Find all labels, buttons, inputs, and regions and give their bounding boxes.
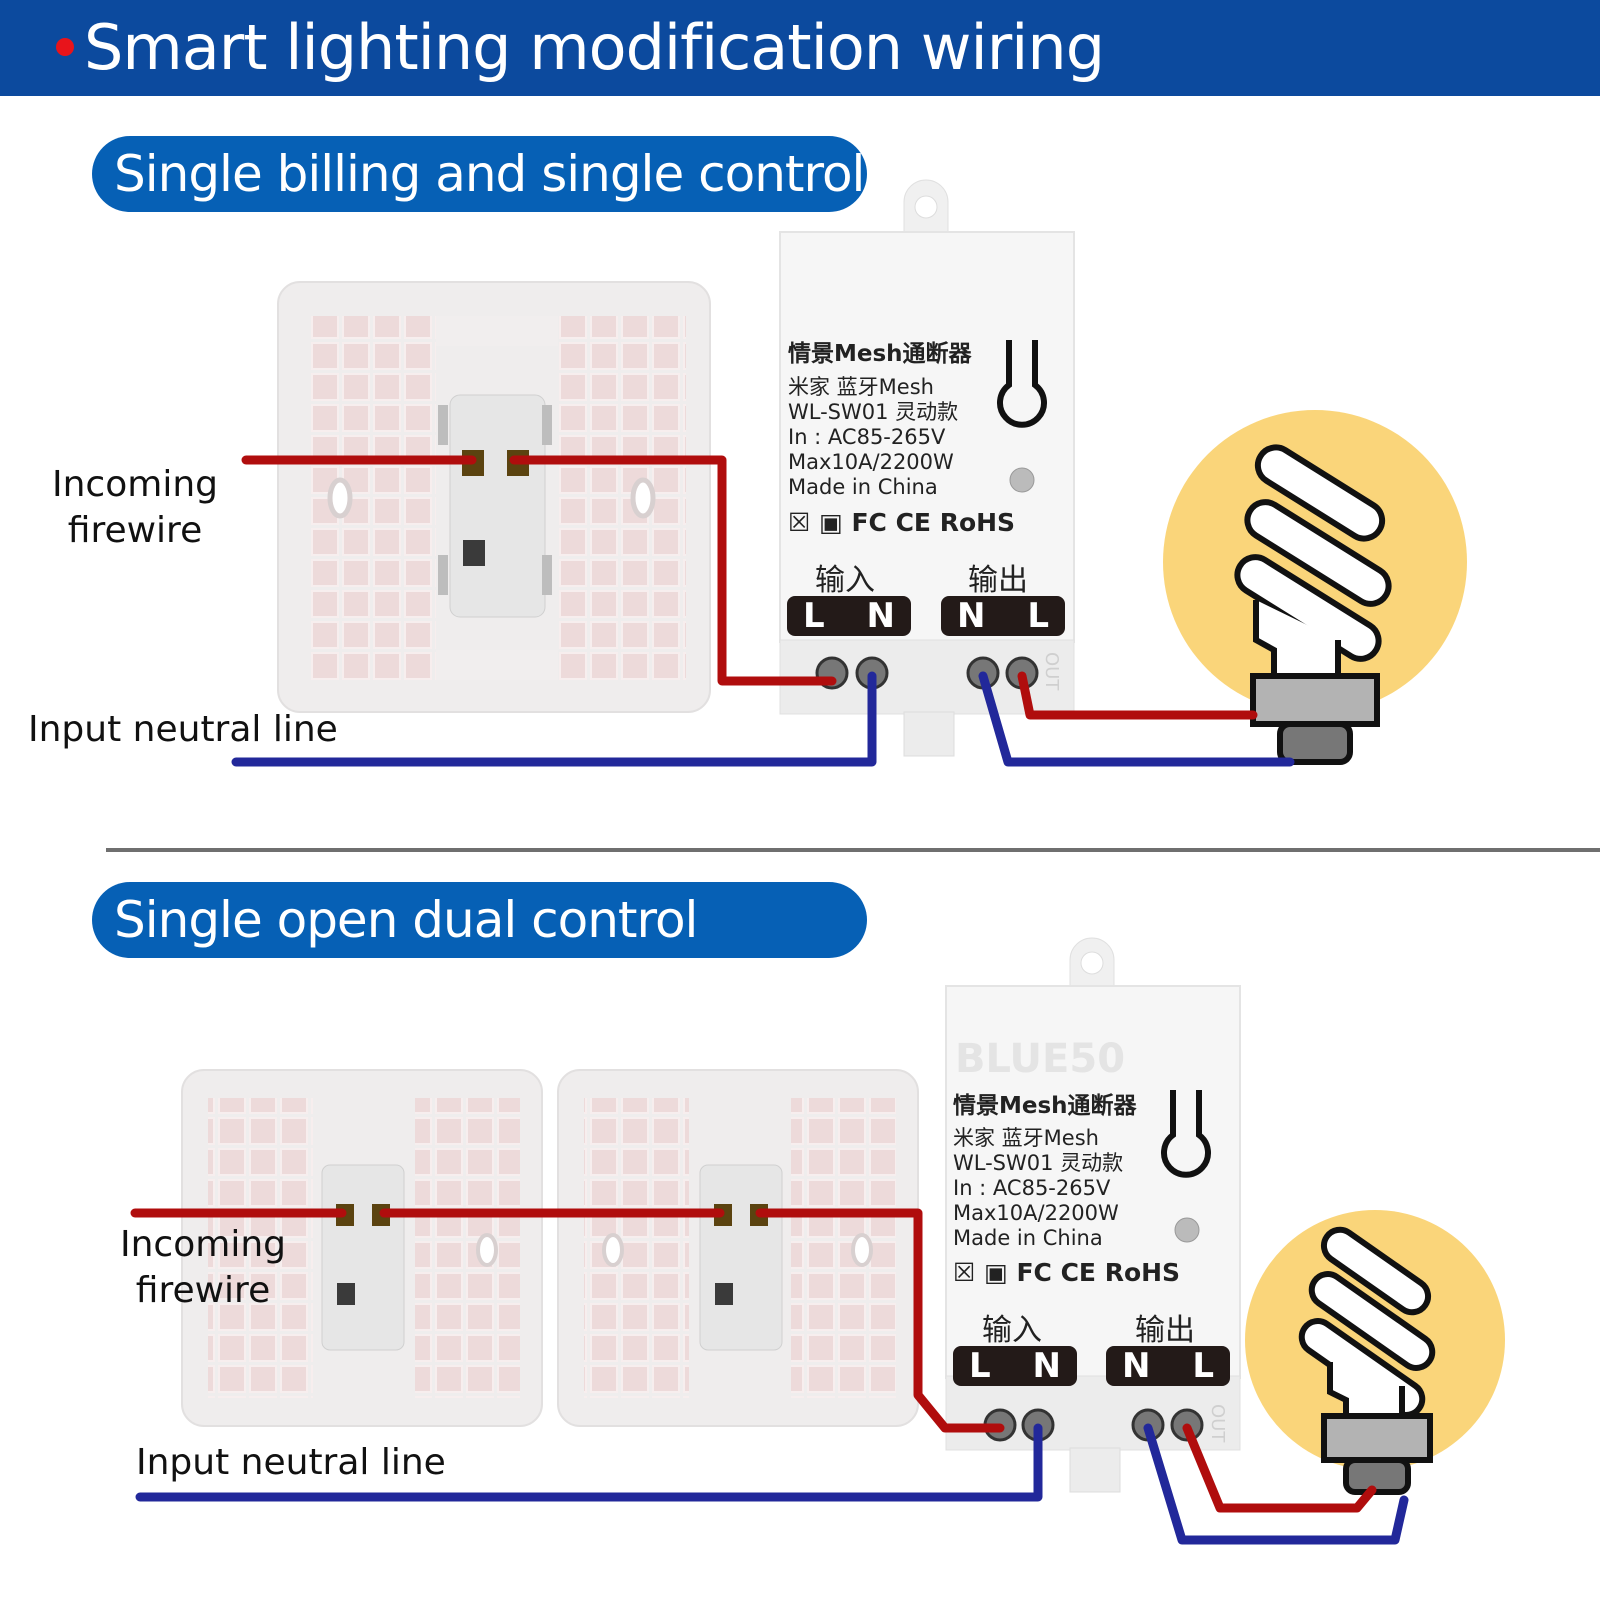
terminal-n: N xyxy=(866,596,895,636)
out-marking: OUT xyxy=(1041,652,1062,691)
output-terminal-block: N L xyxy=(1106,1346,1230,1386)
device-brand: BLUE50 xyxy=(955,1036,1126,1082)
incoming-firewire-label: Incoming firewire xyxy=(50,462,220,554)
output-terminal-label: 输出 xyxy=(968,563,1028,598)
device-spec-line: 米家 蓝牙Mesh xyxy=(953,1126,1099,1150)
device-spec-line: In : AC85-265V xyxy=(953,1176,1111,1200)
device-spec-line: Max10A/2200W xyxy=(788,450,954,474)
device-spec-line: In : AC85-265V xyxy=(788,425,946,449)
input-terminal-block: L N xyxy=(953,1346,1077,1386)
wires-section-1 xyxy=(231,455,1295,767)
device-spec-line: Made in China xyxy=(953,1226,1103,1250)
incoming-label-line2: firewire xyxy=(135,1270,271,1311)
input-terminal-block: L N xyxy=(787,596,911,636)
out-marking: OUT xyxy=(1207,1404,1228,1443)
incoming-label-line1: Incoming xyxy=(52,464,218,505)
terminal-l: L xyxy=(1027,596,1049,636)
section-heading-single-control: Single billing and single control xyxy=(92,136,867,212)
device-spec-line: Made in China xyxy=(788,475,938,499)
certification-marks: ☒ ▣ FC CE RoHS xyxy=(953,1258,1181,1287)
red-bullet-icon xyxy=(56,38,74,56)
wires-section-2 xyxy=(130,1208,1409,1545)
mesh-switch-module-2 xyxy=(945,937,1241,1493)
terminal-l: L xyxy=(803,596,825,636)
lightbulb-icon xyxy=(1163,410,1467,765)
wall-switch-plate-2 xyxy=(557,1069,919,1427)
input-neutral-line-label-2: Input neutral line xyxy=(136,1442,446,1483)
terminal-l: L xyxy=(1192,1346,1214,1386)
terminal-n: N xyxy=(1032,1346,1061,1386)
device-spec-line: Max10A/2200W xyxy=(953,1201,1119,1225)
incoming-firewire-label-2: Incoming firewire xyxy=(118,1222,288,1314)
terminal-n: N xyxy=(957,596,986,636)
input-neutral-line-label: Input neutral line xyxy=(28,709,338,750)
output-terminal-block: N L xyxy=(941,596,1065,636)
wall-switch-plate xyxy=(277,281,711,713)
device-title: 情景Mesh通断器 xyxy=(788,341,972,367)
header-banner: Smart lighting modification wiring xyxy=(0,0,1600,96)
terminal-n: N xyxy=(1122,1346,1151,1386)
device-title: 情景Mesh通断器 xyxy=(953,1093,1137,1119)
input-terminal-label: 输入 xyxy=(815,563,875,598)
incoming-label-line2: firewire xyxy=(67,510,203,551)
section-divider xyxy=(106,848,1600,852)
page-title: Smart lighting modification wiring xyxy=(84,11,1105,84)
device-spec-line: 米家 蓝牙Mesh xyxy=(788,375,934,399)
device-spec-line: WL-SW01 灵动款 xyxy=(788,400,959,424)
section-heading-dual-control: Single open dual control xyxy=(92,882,867,958)
output-terminal-label: 输出 xyxy=(1135,1313,1195,1348)
device-spec-line: WL-SW01 灵动款 xyxy=(953,1151,1124,1175)
lightbulb-icon-2 xyxy=(1245,1210,1505,1495)
certification-marks: ☒ ▣ FC CE RoHS xyxy=(788,508,1016,537)
terminal-l: L xyxy=(969,1346,991,1386)
incoming-label-line1: Incoming xyxy=(120,1224,286,1265)
input-terminal-label: 输入 xyxy=(982,1313,1042,1348)
